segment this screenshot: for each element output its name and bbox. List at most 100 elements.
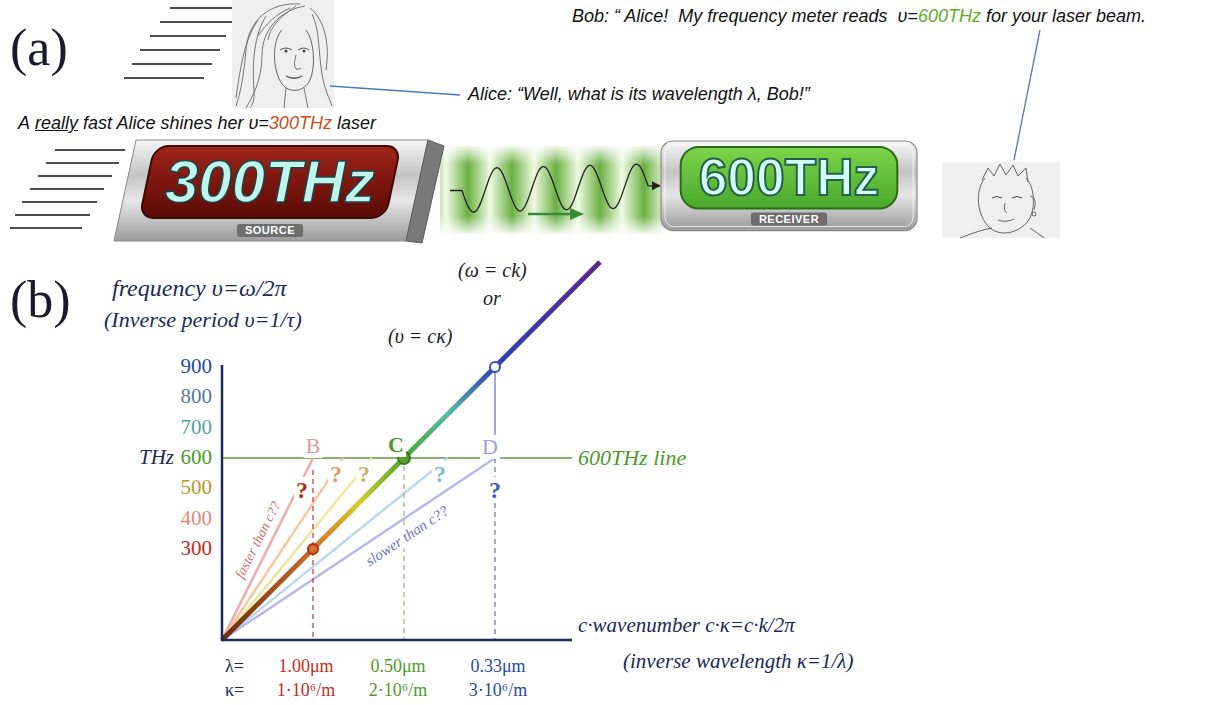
tick-label: 600 <box>181 446 213 469</box>
device-name: SOURCE <box>237 224 303 237</box>
tick-label: 900 <box>181 355 213 378</box>
speed-lines <box>22 201 97 203</box>
speed-lines <box>46 162 119 164</box>
light-wave <box>450 164 660 212</box>
name-plate <box>237 224 303 237</box>
source-device: 300THzSOURCE <box>110 138 450 243</box>
axis-value: 3·10⁶/m <box>469 681 527 701</box>
speed-lines <box>150 35 226 37</box>
receiver-device: 600THzRECEIVER <box>660 140 918 232</box>
alice-sketch <box>312 14 332 106</box>
caption-text: fast Alice shines her υ= <box>83 113 269 135</box>
alice-sketch <box>236 4 300 106</box>
speech-text: for your laser beam. <box>986 6 1146 28</box>
bob-sketch <box>960 228 1044 238</box>
tick-label: 700 <box>181 416 213 439</box>
dispersion-plot <box>222 458 448 640</box>
housing-bevel <box>665 145 913 227</box>
bob-sketch <box>1004 203 1007 213</box>
leader-line <box>1014 30 1040 160</box>
bob-sketch <box>942 162 1060 238</box>
laser-beam <box>440 146 664 234</box>
speed-lines <box>140 49 220 51</box>
axis-value: κ= <box>225 681 244 701</box>
bob-sketch <box>1032 212 1036 216</box>
caption-text: really <box>35 113 78 135</box>
speed-lines <box>124 77 204 79</box>
speech-text: 600THz <box>918 6 981 28</box>
alice-sketch <box>295 55 302 69</box>
alice-sketch <box>232 0 334 108</box>
axis-value: 1.00μm <box>278 657 333 677</box>
name-plate <box>751 213 827 226</box>
speed-lines <box>15 214 90 216</box>
dispersion-plot <box>222 458 372 640</box>
panel-tag: (a) <box>10 19 68 76</box>
frequency-display: 600THz <box>695 152 884 204</box>
tick-label: 500 <box>181 476 213 499</box>
speed-lines <box>10 227 82 229</box>
axis-value: 2·10⁶/m <box>369 681 427 701</box>
housing-front <box>114 140 428 241</box>
tick-label: 400 <box>181 507 213 530</box>
axis-value: 0.50μm <box>370 657 425 677</box>
point-label: C <box>386 433 406 457</box>
speed-lines <box>170 7 240 9</box>
bob-sketch <box>1030 196 1035 210</box>
speed-lines <box>55 149 125 151</box>
device-name: RECEIVER <box>751 213 827 226</box>
speed-lines <box>38 175 112 177</box>
alice-sketch <box>303 50 306 53</box>
housing-side <box>406 140 444 243</box>
point-label: D <box>480 435 500 459</box>
line-label: 600THz line <box>578 446 686 470</box>
axis-value: 1·10⁶/m <box>277 681 335 701</box>
line-note: faster than c?? <box>231 497 284 583</box>
beam-direction-arrow <box>528 213 572 216</box>
dispersion-plot <box>403 466 404 640</box>
axis-title: (Inverse period υ=1/τ) <box>104 308 302 332</box>
alice-sketch <box>246 6 305 108</box>
dispersion-plot <box>490 362 500 372</box>
question-mark: ? <box>294 477 310 503</box>
dispersion-plot <box>222 458 343 640</box>
alice-sketch <box>258 8 290 36</box>
dispersion-plot <box>222 458 313 640</box>
alice-sketch <box>232 0 334 108</box>
axis-title: (inverse wavelength κ=1/λ) <box>623 650 853 673</box>
leader-line <box>330 86 460 95</box>
bob-sketch <box>942 162 1060 238</box>
alice-sketch <box>236 20 258 98</box>
alice-sketch <box>250 16 266 108</box>
bob-sketch <box>982 164 1028 182</box>
display-panel <box>139 146 400 218</box>
bob-sketch <box>998 219 1014 221</box>
frequency-display: 300THz <box>161 152 379 212</box>
alice-sketch <box>275 30 314 90</box>
caption-text: A <box>18 113 30 135</box>
speed-lines <box>30 188 104 190</box>
alice-sketch <box>286 76 302 79</box>
caption-text: laser <box>337 113 376 135</box>
display-panel <box>681 147 898 209</box>
formula-label: (ω = ck) <box>458 259 527 281</box>
point-label: B <box>304 434 323 458</box>
tick-label: 300 <box>181 537 213 560</box>
alice-sketch <box>284 88 308 108</box>
sentence-group: Areallyfast Alice shines her υ=300THzlas… <box>18 113 376 135</box>
speed-lines <box>160 21 232 23</box>
question-mark: ? <box>487 477 503 503</box>
speech-text: Alice: “Well, what is its wavelength λ, … <box>468 85 810 105</box>
beam-direction-arrow <box>528 208 584 220</box>
question-mark: ? <box>432 461 448 487</box>
formula-label: or <box>483 287 501 309</box>
dispersion-plot <box>308 544 318 554</box>
axis-unit: THz <box>139 446 174 469</box>
sentence-group: Bob: “ Alice! My frequency meter reads υ… <box>572 6 1146 28</box>
caption-text: 300THz <box>269 113 332 135</box>
bob-sketch <box>992 197 1022 199</box>
